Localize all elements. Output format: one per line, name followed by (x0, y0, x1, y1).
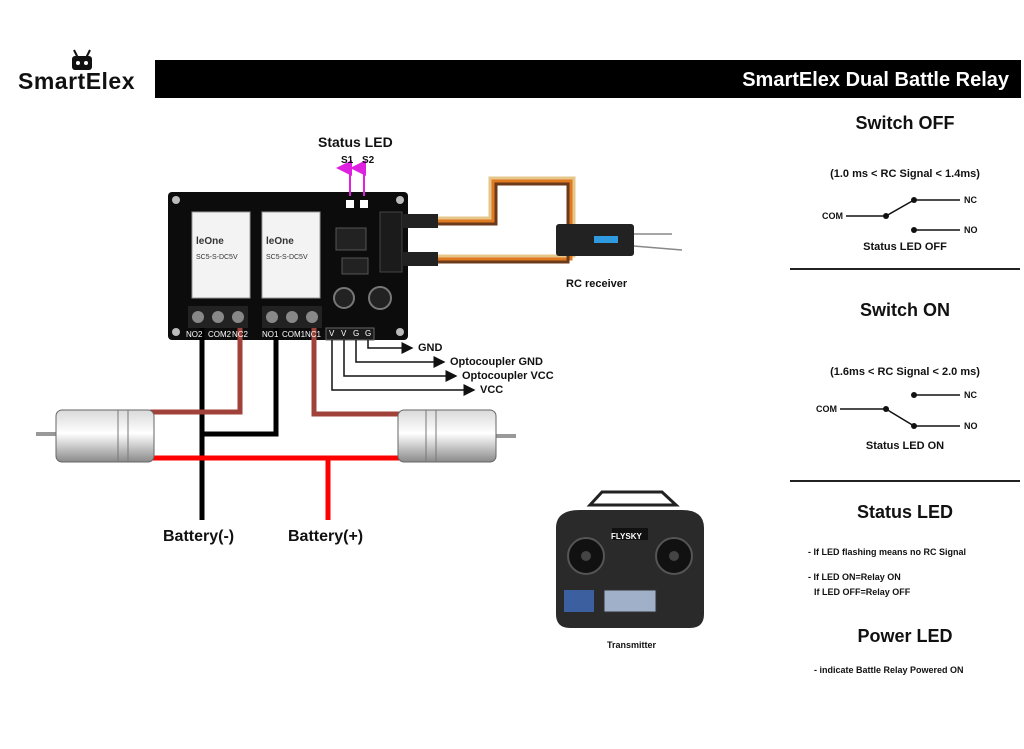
terminal-com1: COM1 (282, 330, 306, 339)
switch-on-com: COM (816, 404, 837, 414)
header-bar: SmartElex Dual Battle Relay (155, 60, 1021, 98)
switch-on-status: Status LED ON (865, 440, 945, 452)
vcc-label: VCC (480, 384, 504, 396)
opto-gnd-label: Optocoupler GND (450, 356, 543, 368)
left-motor (36, 409, 155, 463)
switch-on-title: Switch ON (859, 300, 950, 320)
switch-off-title: Switch OFF (855, 113, 955, 133)
terminal-no1: NO1 (262, 330, 279, 339)
battery-neg-label: Battery(-) (163, 528, 235, 545)
transmitter-label: Transmitter (607, 640, 657, 650)
switch-off-status: Status LED OFF (863, 241, 947, 253)
status-led-line-2: - If LED ON=Relay ON (808, 572, 901, 582)
pin-v2: V (341, 329, 347, 338)
status-led-label: Status LED (318, 134, 393, 150)
header-wires (331, 340, 476, 396)
relay-2 (191, 211, 251, 299)
logo-icon (72, 49, 92, 70)
right-motor (397, 409, 516, 463)
power-wiring (150, 328, 404, 520)
divider-2 (790, 480, 1020, 482)
rc-receiver-label: RC receiver (566, 278, 628, 290)
switch-on-nc: NC (964, 390, 977, 400)
pin-v1: V (329, 329, 335, 338)
page-title: SmartElex Dual Battle Relay (742, 69, 1009, 91)
logo-text: SmartElex (18, 68, 136, 94)
s2-label: S2 (362, 155, 375, 166)
pin-g1: G (353, 329, 360, 338)
status-led-s1 (346, 200, 354, 208)
relay-board (168, 192, 408, 341)
power-led-title: Power LED (857, 626, 953, 646)
relay-1-brand: leOne (266, 236, 294, 247)
switch-off-no: NO (964, 225, 978, 235)
relay-1 (261, 211, 321, 299)
status-led-title: Status LED (856, 502, 953, 522)
s1-label: S1 (341, 155, 354, 166)
relay-2-model: SC5-S-DC5V (196, 254, 238, 261)
terminal-nc1: NC1 (305, 330, 322, 339)
terminal-no2: NO2 (186, 330, 203, 339)
battery-pos-label: Battery(+) (288, 528, 364, 545)
relay-1-model: SC5-S-DC5V (266, 254, 308, 261)
screw-terminals (188, 306, 322, 328)
switch-on-condition: (1.6ms < RC Signal < 2.0 ms) (830, 366, 980, 378)
rc-receiver (556, 224, 683, 256)
switch-on-no: NO (964, 421, 978, 431)
servo-cables (402, 176, 576, 266)
switch-off-condition: (1.0 ms < RC Signal < 1.4ms) (830, 168, 980, 180)
switch-off-schematic (846, 197, 960, 233)
transmitter (556, 490, 704, 628)
transmitter-brand: FLYSKY (611, 532, 642, 541)
opto-vcc-label: Optocoupler VCC (462, 370, 554, 382)
switch-off-com: COM (822, 211, 843, 221)
switch-on-schematic (840, 392, 960, 429)
pin-g2: G (365, 329, 372, 338)
status-led-line-3: If LED OFF=Relay OFF (814, 587, 911, 597)
divider-1 (790, 268, 1020, 270)
terminal-nc2: NC2 (232, 330, 249, 339)
status-led-line-1: - If LED flashing means no RC Signal (808, 547, 967, 557)
status-led-s2 (360, 200, 368, 208)
terminal-com2: COM2 (208, 330, 232, 339)
switch-off-nc: NC (964, 195, 977, 205)
power-led-line-1: - indicate Battle Relay Powered ON (814, 665, 964, 675)
relay-2-brand: leOne (196, 236, 224, 247)
gnd-label: GND (418, 342, 443, 354)
